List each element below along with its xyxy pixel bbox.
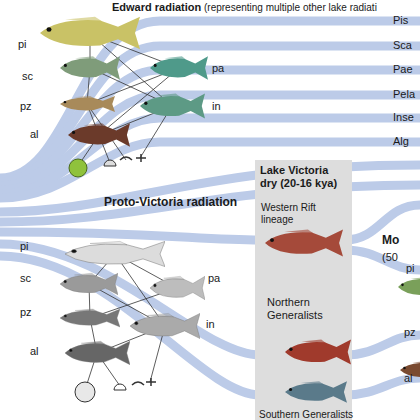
food-web-line xyxy=(99,106,172,135)
food-web-line xyxy=(97,353,120,386)
paedophage-fish xyxy=(150,276,205,299)
food-web-line xyxy=(115,254,165,326)
lineage-label: Western Rift lineage xyxy=(261,202,345,225)
insect-icon xyxy=(136,154,146,162)
lineage-band xyxy=(0,185,420,222)
proto-victoria-food-icons xyxy=(75,378,156,402)
section-heading: Edward radiation xyxy=(112,1,201,14)
text-label: Sca xyxy=(393,39,412,52)
algae-eater-fish xyxy=(68,123,130,146)
food-web-lines xyxy=(78,34,179,390)
text-label: sc xyxy=(22,70,33,83)
text-label: pz xyxy=(20,306,32,319)
food-web-line xyxy=(90,34,172,106)
food-web-line xyxy=(87,104,126,160)
lineage-band xyxy=(0,256,260,395)
food-web-line xyxy=(140,106,172,158)
text-label: pa xyxy=(208,272,220,285)
text-label: (representing multiple other lake radiat… xyxy=(204,2,377,14)
food-web-line xyxy=(89,254,115,284)
modern-fish xyxy=(398,277,420,297)
insectivore-fish xyxy=(130,313,200,338)
food-web-line xyxy=(85,353,97,390)
food-web-line xyxy=(90,34,179,68)
lineage-label: Northern Generalists xyxy=(267,296,347,321)
algae-icon xyxy=(75,382,95,402)
algae-eater-fish xyxy=(65,341,130,364)
section-heading: Mo xyxy=(382,234,399,248)
text-label: al xyxy=(30,128,39,141)
food-web-line xyxy=(97,326,165,353)
food-web-line xyxy=(87,104,99,135)
zooplankton-fish xyxy=(60,96,115,112)
insect-icon xyxy=(146,378,156,386)
crustacean-icon xyxy=(120,157,132,160)
lineage-band xyxy=(0,232,260,240)
food-web-line xyxy=(90,68,172,106)
crustacean-icon xyxy=(132,382,144,385)
food-web-line xyxy=(99,68,179,135)
food-web-line xyxy=(90,318,97,353)
band-group xyxy=(0,21,420,395)
snail-icon xyxy=(104,160,116,166)
proto-victoria-fish-group xyxy=(60,241,205,364)
scale-eater-fish xyxy=(60,56,120,79)
text-label: Pela xyxy=(393,88,415,101)
text-label: pi xyxy=(406,262,415,275)
text-label: pa xyxy=(212,62,224,75)
text-label: pz xyxy=(404,326,416,339)
food-web-line xyxy=(99,135,110,163)
food-web-line xyxy=(115,254,177,288)
text-label: sc xyxy=(20,272,31,285)
box-heading: Lake Victoria dry (20-16 kya) xyxy=(260,164,348,189)
text-label: in xyxy=(206,318,215,331)
food-web-line xyxy=(87,68,179,104)
piscivore-fish xyxy=(65,241,165,266)
text-label: Inse xyxy=(393,111,414,124)
food-web-line xyxy=(89,284,90,318)
insectivore-fish xyxy=(140,93,205,118)
text-label: al xyxy=(404,372,413,385)
food-web-line xyxy=(90,288,177,318)
snail-icon xyxy=(114,384,126,390)
food-web-line xyxy=(89,284,165,326)
edward-food-icons xyxy=(69,154,146,177)
text-label: Alg xyxy=(393,135,409,148)
section-heading: Proto-Victoria radiation xyxy=(104,196,237,210)
food-web-line xyxy=(150,326,165,382)
text-label: pi xyxy=(18,38,27,51)
text-label: Pis xyxy=(393,14,408,27)
food-web-line xyxy=(90,34,91,68)
refuge-box: Lake Victoria dry (20-16 kya) Western Rif… xyxy=(255,160,352,420)
food-web-line xyxy=(87,68,90,104)
text-label: pz xyxy=(20,100,32,113)
paedophage-fish xyxy=(150,56,208,79)
text-label: Pae xyxy=(393,63,413,76)
zooplankton-fish xyxy=(60,309,120,327)
text-label: pi xyxy=(20,240,29,253)
piscivore-fish xyxy=(40,17,140,49)
lineage-label: Southern Generalists xyxy=(259,409,369,420)
text-label: in xyxy=(212,100,221,113)
food-web-line xyxy=(78,135,99,166)
text-label: (50 xyxy=(382,251,398,264)
scale-eater-fish xyxy=(60,273,118,295)
algae-icon xyxy=(69,159,87,177)
edward-fish-group xyxy=(40,17,208,147)
text-label: al xyxy=(30,345,39,358)
